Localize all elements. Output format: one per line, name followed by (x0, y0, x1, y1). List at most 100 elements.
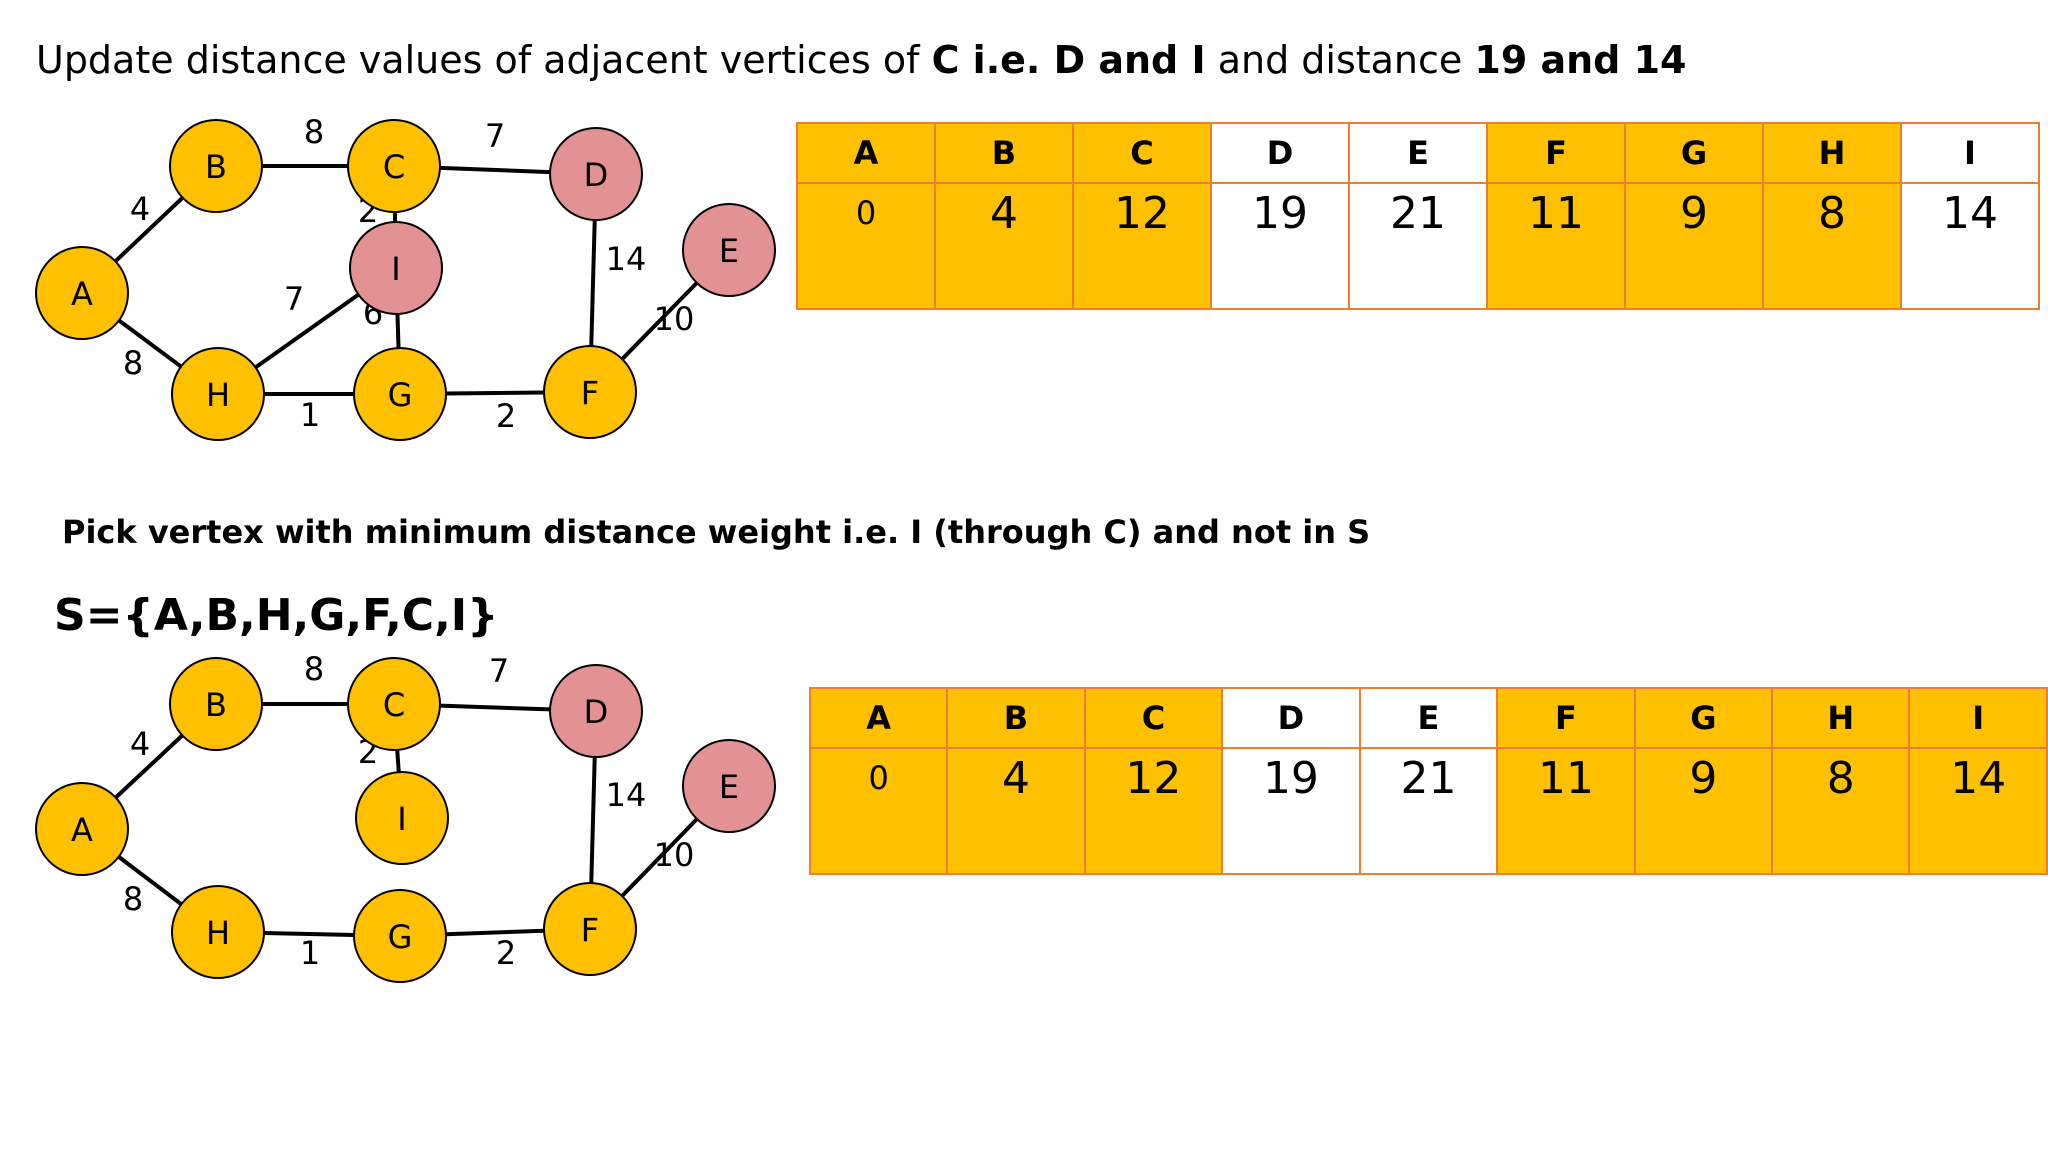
header-cell-c: C (1072, 122, 1212, 184)
header-cell-a: A (808, 687, 949, 749)
node-label: E (719, 768, 739, 806)
edge-weight-a-h: 8 (123, 880, 143, 918)
distance-cell-b: 4 (946, 747, 1086, 875)
node-c: C (347, 119, 441, 213)
node-h: H (171, 885, 265, 979)
node-circle (169, 119, 263, 213)
distance-cell-h: 8 (1771, 747, 1911, 875)
node-label: B (205, 148, 227, 186)
title-mid: and distance (1205, 38, 1475, 82)
edge-i-g (395, 313, 401, 349)
node-circle (543, 345, 637, 439)
node-label: G (388, 376, 413, 414)
visited-set: S={A,B,H,G,F,C,I} (54, 590, 499, 641)
title-bold-vertices: C i.e. D and I (931, 38, 1206, 82)
node-e: E (682, 739, 776, 833)
edge-f-e (620, 817, 699, 898)
node-f: F (543, 345, 637, 439)
edge-weight-d-f: 14 (606, 776, 647, 814)
edge-a-h (117, 318, 183, 369)
distance-cell-f: 11 (1496, 747, 1636, 875)
node-circle (347, 119, 441, 213)
node-circle (171, 347, 265, 441)
node-circle (682, 739, 776, 833)
edge-c-d (439, 165, 551, 175)
edge-d-f (589, 756, 597, 884)
edge-weight-b-c: 8 (304, 650, 324, 688)
node-circle (171, 885, 265, 979)
node-circle (549, 664, 643, 758)
edge-h-i (254, 292, 360, 370)
title-bold-distances: 19 and 14 (1474, 38, 1687, 82)
node-i: I (349, 221, 443, 315)
edge-a-b (114, 733, 184, 800)
edge-g-f (445, 928, 545, 937)
edge-weight-h-g: 1 (300, 396, 320, 434)
edge-weight-a-b: 4 (130, 190, 150, 228)
node-circle (353, 347, 447, 441)
header-cell-f: F (1486, 122, 1626, 184)
header-cell-a: A (796, 122, 936, 184)
node-c: C (347, 657, 441, 751)
node-g: G (353, 889, 447, 983)
edge-weight-c-d: 7 (489, 652, 509, 690)
header-cell-e: E (1348, 122, 1488, 184)
node-label: A (71, 275, 93, 313)
node-label: C (383, 148, 405, 186)
distance-cell-i: 14 (1900, 182, 2040, 310)
node-label: I (391, 250, 400, 288)
edge-weight-h-g: 1 (300, 934, 320, 972)
distance-cell-g: 9 (1624, 182, 1764, 310)
header-cell-d: D (1210, 122, 1350, 184)
edge-d-f (589, 219, 597, 347)
title-pre: Update distance values of adjacent verti… (36, 38, 932, 82)
edge-weight-f-e: 10 (654, 300, 695, 338)
node-d: D (549, 664, 643, 758)
edge-weight-c-d: 7 (485, 117, 505, 155)
node-f: F (543, 882, 637, 976)
edge-f-e (620, 281, 699, 361)
node-label: H (206, 914, 230, 952)
header-cell-g: G (1624, 122, 1764, 184)
edge-weight-a-b: 4 (130, 725, 150, 763)
node-label: I (397, 800, 406, 838)
node-label: G (388, 918, 413, 956)
distance-cell-e: 21 (1358, 747, 1499, 875)
header-cell-g: G (1633, 687, 1774, 749)
edge-h-g (263, 931, 355, 937)
node-circle (347, 657, 441, 751)
node-circle (169, 657, 263, 751)
node-b: B (169, 657, 263, 751)
node-label: D (584, 156, 609, 194)
node-g: G (353, 347, 447, 441)
distance-cell-d: 19 (1210, 182, 1350, 310)
edge-weight-b-c: 8 (304, 113, 324, 151)
distance-cell-c: 12 (1083, 747, 1224, 875)
distance-cell-g: 9 (1633, 747, 1774, 875)
edge-weight-g-f: 2 (496, 397, 516, 435)
distance-cell-f: 11 (1486, 182, 1626, 310)
edge-c-i (395, 749, 401, 773)
edge-g-f (445, 390, 545, 396)
node-circle (543, 882, 637, 976)
header-cell-h: H (1762, 122, 1902, 184)
node-circle (355, 771, 449, 865)
node-label: C (383, 686, 405, 724)
node-b: B (169, 119, 263, 213)
header-cell-b: B (946, 687, 1086, 749)
node-a: A (35, 782, 129, 876)
distance-cell-a: 0 (796, 182, 936, 310)
node-label: D (584, 693, 609, 731)
node-d: D (549, 127, 643, 221)
node-label: F (581, 374, 599, 412)
edge-weight-h-i: 7 (284, 280, 304, 318)
node-circle (549, 127, 643, 221)
distance-cell-i: 14 (1908, 747, 2048, 875)
node-circle (682, 203, 776, 297)
header-cell-i: I (1908, 687, 2048, 749)
